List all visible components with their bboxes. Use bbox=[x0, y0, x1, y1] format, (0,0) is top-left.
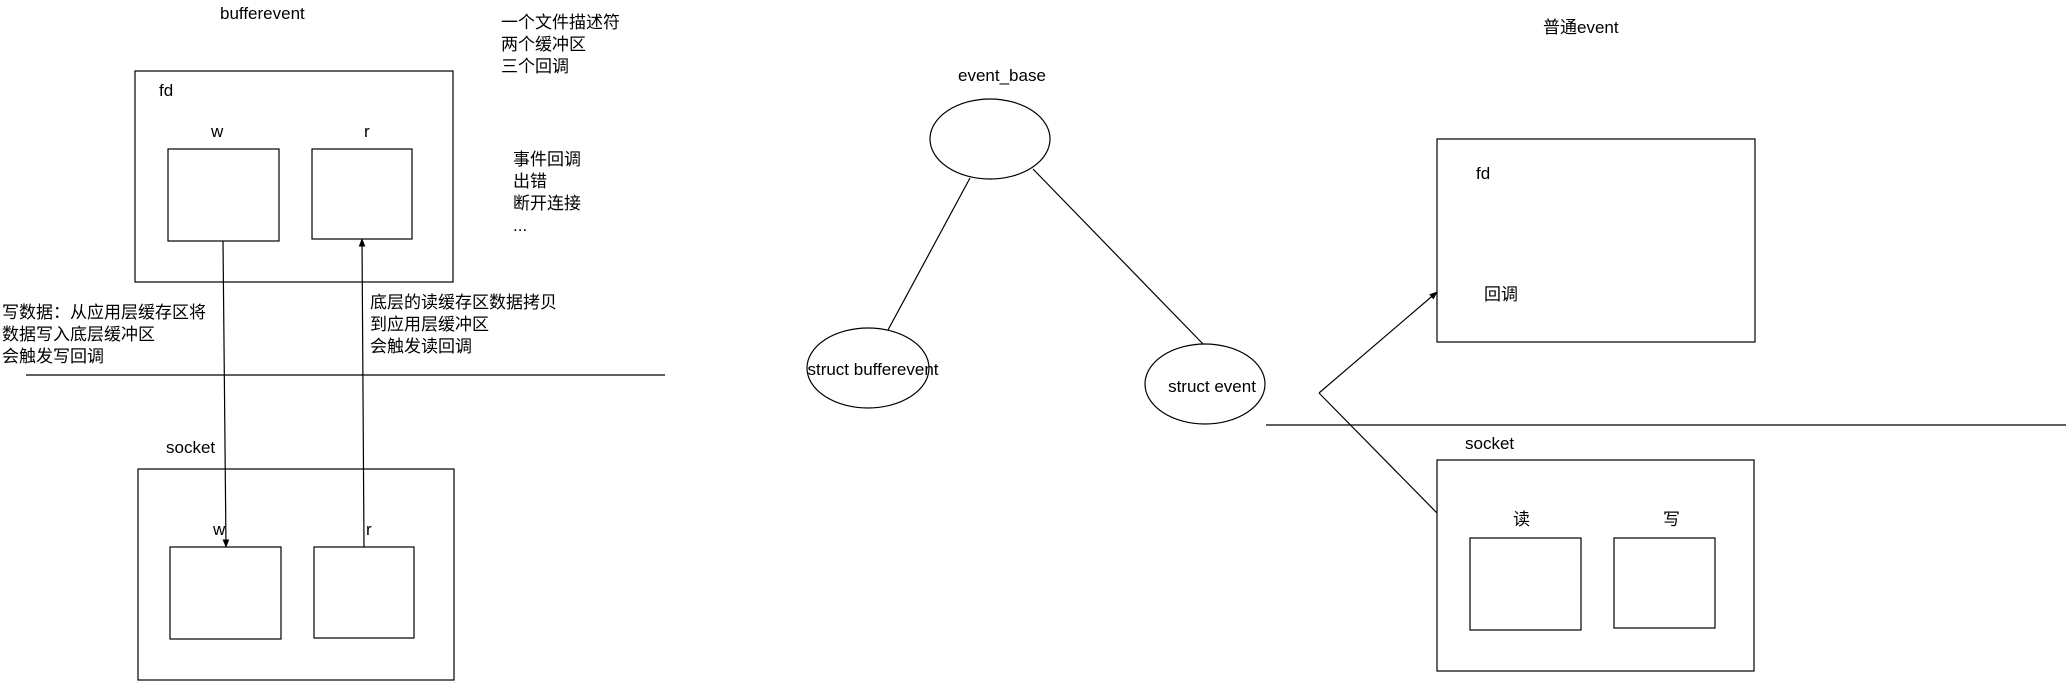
struct-bufferevent-label: struct bufferevent bbox=[807, 360, 938, 379]
apex-to-callback-arrow bbox=[1318, 291, 1438, 394]
socket-w-label-left: w bbox=[212, 520, 226, 539]
bufferevent-title: bufferevent bbox=[220, 4, 305, 23]
socket-label-right: socket bbox=[1465, 434, 1514, 453]
summary-text: 一个文件描述符 两个缓冲区 三个回调 bbox=[501, 13, 620, 76]
summary-line-3: 三个回调 bbox=[501, 57, 569, 76]
socket-write-buffer-right bbox=[1613, 537, 1716, 629]
callback-list: 事件回调 出错 断开连接 ... bbox=[513, 150, 581, 235]
write-arrow bbox=[222, 240, 230, 548]
normal-event-title: 普通event bbox=[1543, 18, 1619, 37]
write-note-line-3: 会触发写回调 bbox=[2, 347, 104, 366]
event-base-node bbox=[929, 98, 1051, 180]
summary-line-1: 一个文件描述符 bbox=[501, 13, 620, 32]
read-note-line-2: 到应用层缓冲区 bbox=[370, 315, 489, 334]
write-note-line-2: 数据写入底层缓冲区 bbox=[2, 325, 155, 344]
bufferevent-r-label: r bbox=[364, 122, 370, 141]
read-note-line-1: 底层的读缓存区数据拷贝 bbox=[370, 293, 557, 312]
normal-event-fd-box bbox=[1436, 138, 1756, 343]
tree-edge-right bbox=[1032, 168, 1205, 346]
bufferevent-read-buffer bbox=[311, 148, 413, 240]
read-arrow bbox=[358, 238, 366, 548]
event-base-label: event_base bbox=[958, 66, 1046, 85]
socket-read-buffer-left bbox=[313, 546, 415, 639]
struct-event-label: struct event bbox=[1168, 377, 1256, 396]
callback-error: 出错 bbox=[513, 172, 547, 191]
callback-more: ... bbox=[513, 216, 527, 235]
tree-edge-left bbox=[887, 177, 971, 331]
write-note-line-1: 写数据：从应用层缓存区将 bbox=[2, 303, 206, 322]
socket-read-label-right: 读 bbox=[1513, 510, 1530, 529]
callback-disconnect: 断开连接 bbox=[513, 194, 581, 213]
socket-label-left: socket bbox=[166, 438, 215, 457]
bufferevent-fd-label: fd bbox=[159, 81, 173, 100]
read-note: 底层的读缓存区数据拷贝 到应用层缓冲区 会触发读回调 bbox=[370, 293, 557, 356]
socket-read-buffer-right bbox=[1469, 537, 1582, 631]
read-note-line-3: 会触发读回调 bbox=[370, 337, 472, 356]
socket-r-label-left: r bbox=[366, 520, 372, 539]
socket-write-label-right: 写 bbox=[1663, 510, 1680, 529]
struct-event-node bbox=[1144, 343, 1266, 425]
socket-to-apex-line bbox=[1318, 392, 1438, 514]
summary-line-2: 两个缓冲区 bbox=[501, 35, 586, 54]
bufferevent-w-label: w bbox=[210, 122, 224, 141]
callback-event: 事件回调 bbox=[513, 150, 581, 169]
write-note: 写数据：从应用层缓存区将 数据写入底层缓冲区 会触发写回调 bbox=[2, 303, 206, 366]
socket-write-buffer-left bbox=[169, 546, 282, 640]
struct-bufferevent-node bbox=[806, 327, 930, 409]
bufferevent-write-buffer bbox=[167, 148, 280, 242]
normal-event-callback-label: 回调 bbox=[1484, 285, 1518, 304]
normal-event-fd-label: fd bbox=[1476, 164, 1490, 183]
